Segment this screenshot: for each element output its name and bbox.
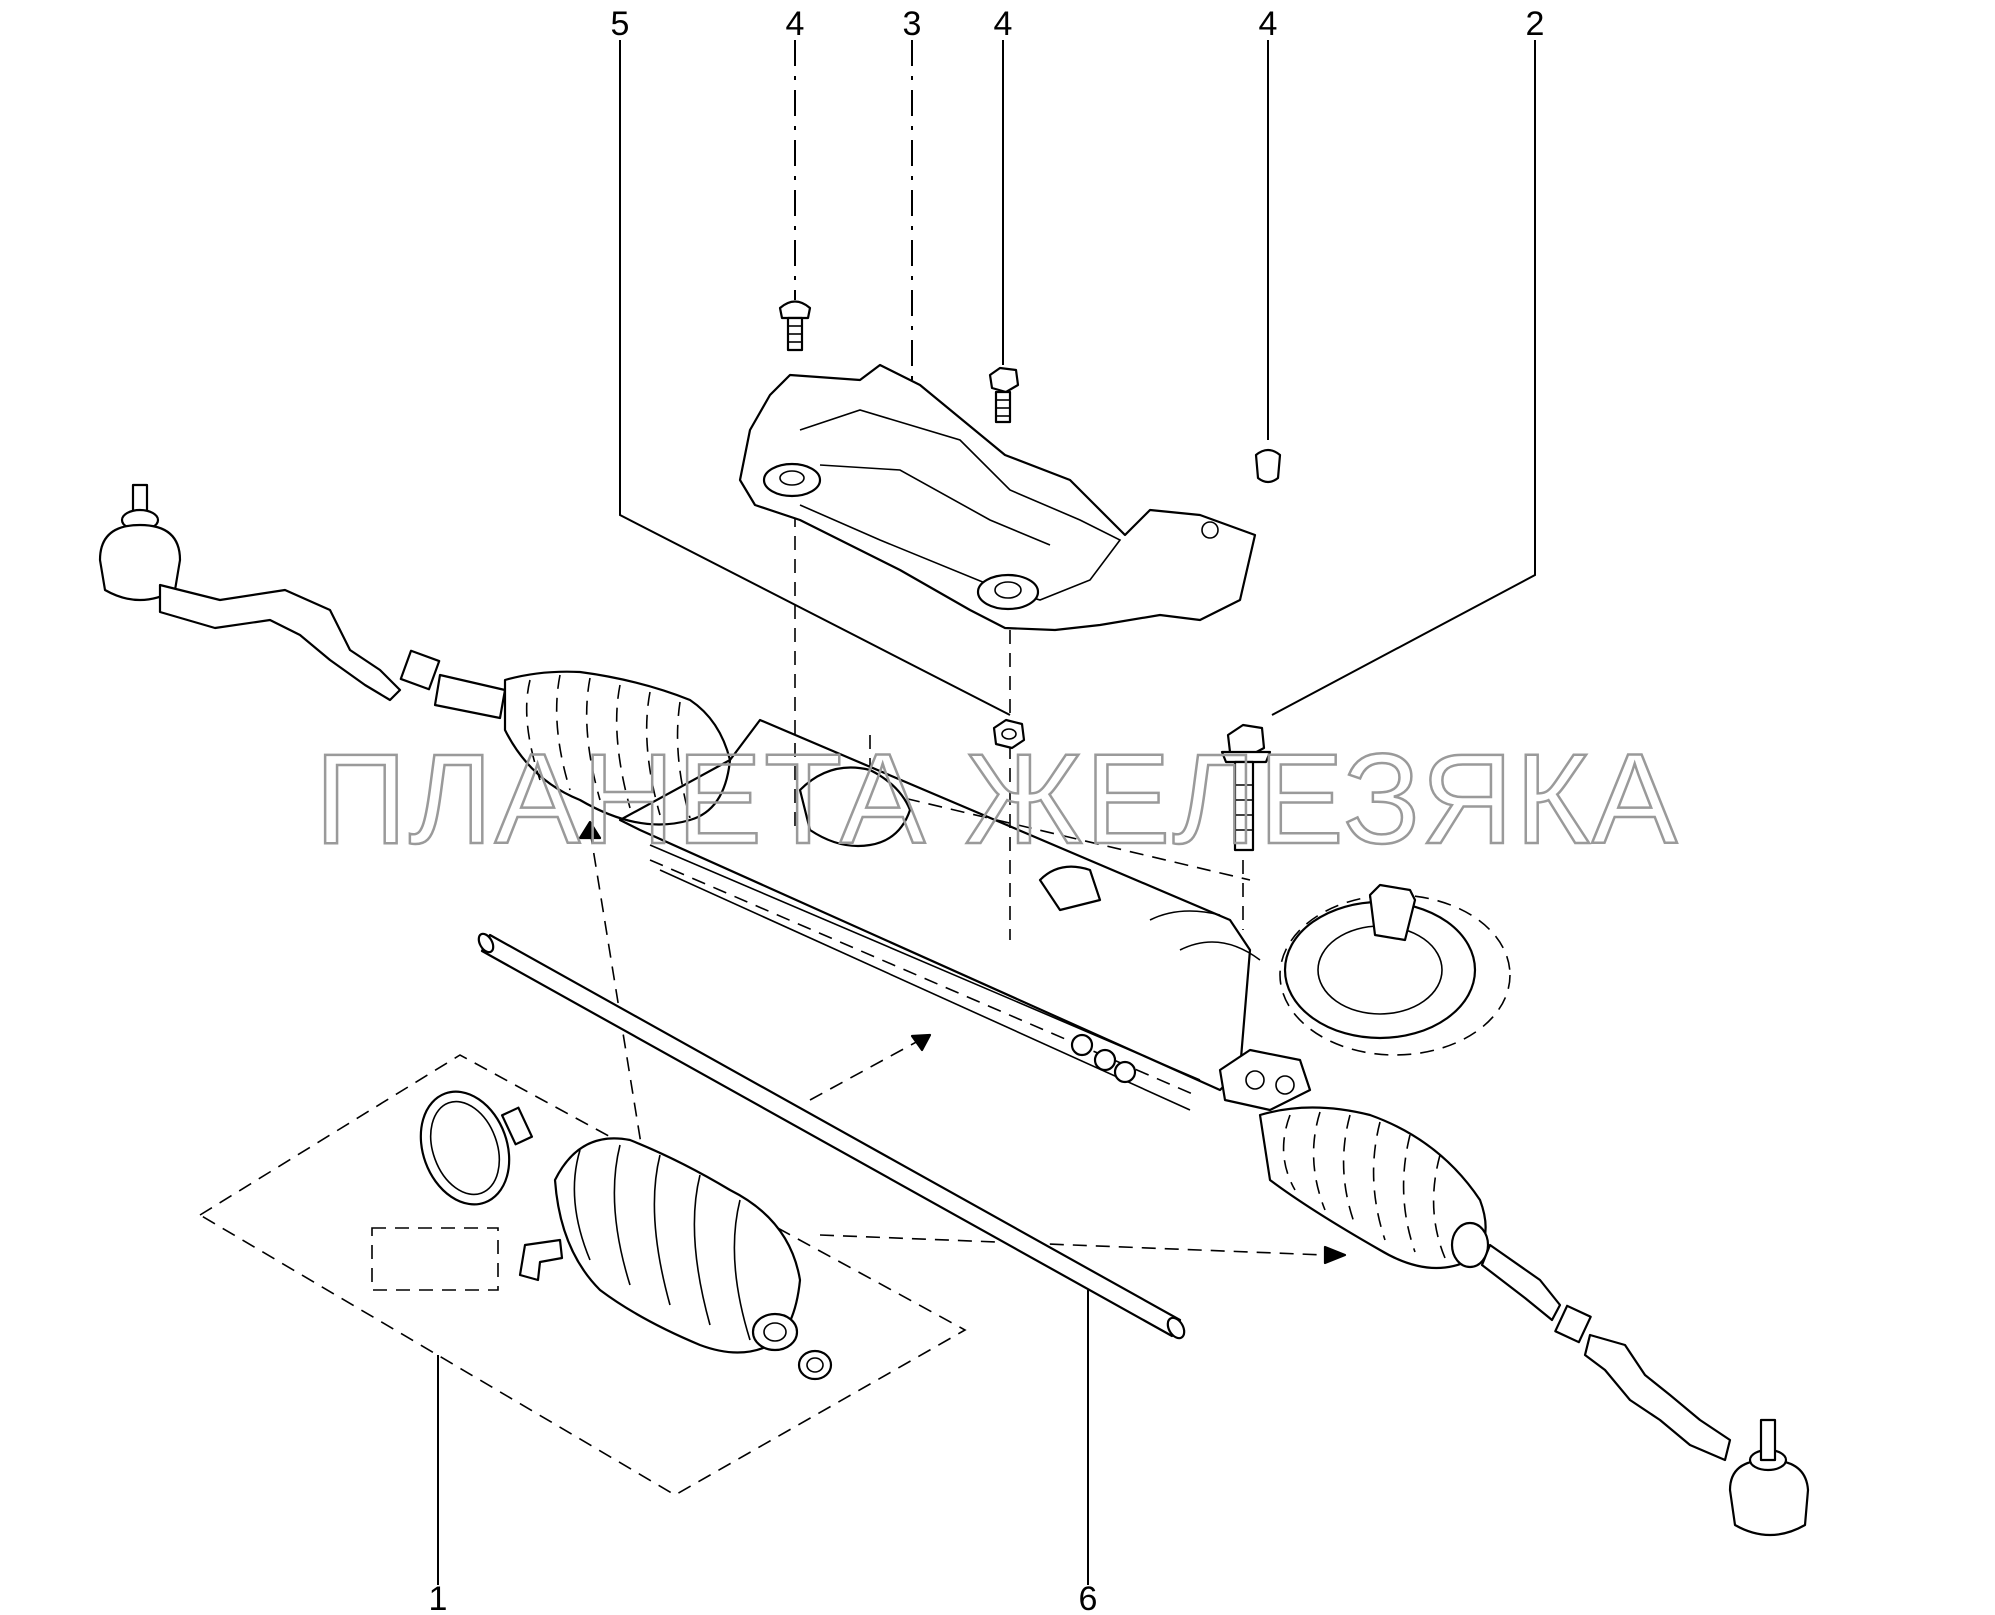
shield-mount-hole <box>976 573 1040 611</box>
boot-clamp-large <box>419 1090 511 1206</box>
callout-5: 5 <box>611 5 630 43</box>
boot-kit-part-1 <box>198 1054 967 1496</box>
bolt-part-4a <box>778 300 812 352</box>
callout-4c: 4 <box>1259 5 1278 43</box>
steering-rack-housing <box>98 483 1810 1536</box>
callout-1: 1 <box>429 1580 448 1615</box>
callout-6: 6 <box>1079 1580 1098 1615</box>
watermark-text: ПЛАНЕТА ЖЕЛЕЗЯКА <box>315 728 1679 871</box>
callout-4a: 4 <box>786 5 805 43</box>
nut-part-5 <box>992 718 1026 750</box>
leader-5 <box>619 40 1011 716</box>
nut-part-4c <box>1254 448 1282 484</box>
callout-3: 3 <box>903 5 922 43</box>
bolt-part-4b <box>988 366 1020 424</box>
bolt-part-2 <box>1220 723 1272 852</box>
callout-2: 2 <box>1526 5 1545 43</box>
heat-shield-part-3 <box>738 363 1257 632</box>
callout-leaders <box>437 40 1536 1585</box>
callout-4b: 4 <box>994 5 1013 43</box>
boot-clamp-small <box>797 1349 833 1381</box>
shield-mount-hole <box>762 462 822 498</box>
leader-2 <box>1271 40 1536 716</box>
rod-part-6 <box>477 932 1186 1340</box>
